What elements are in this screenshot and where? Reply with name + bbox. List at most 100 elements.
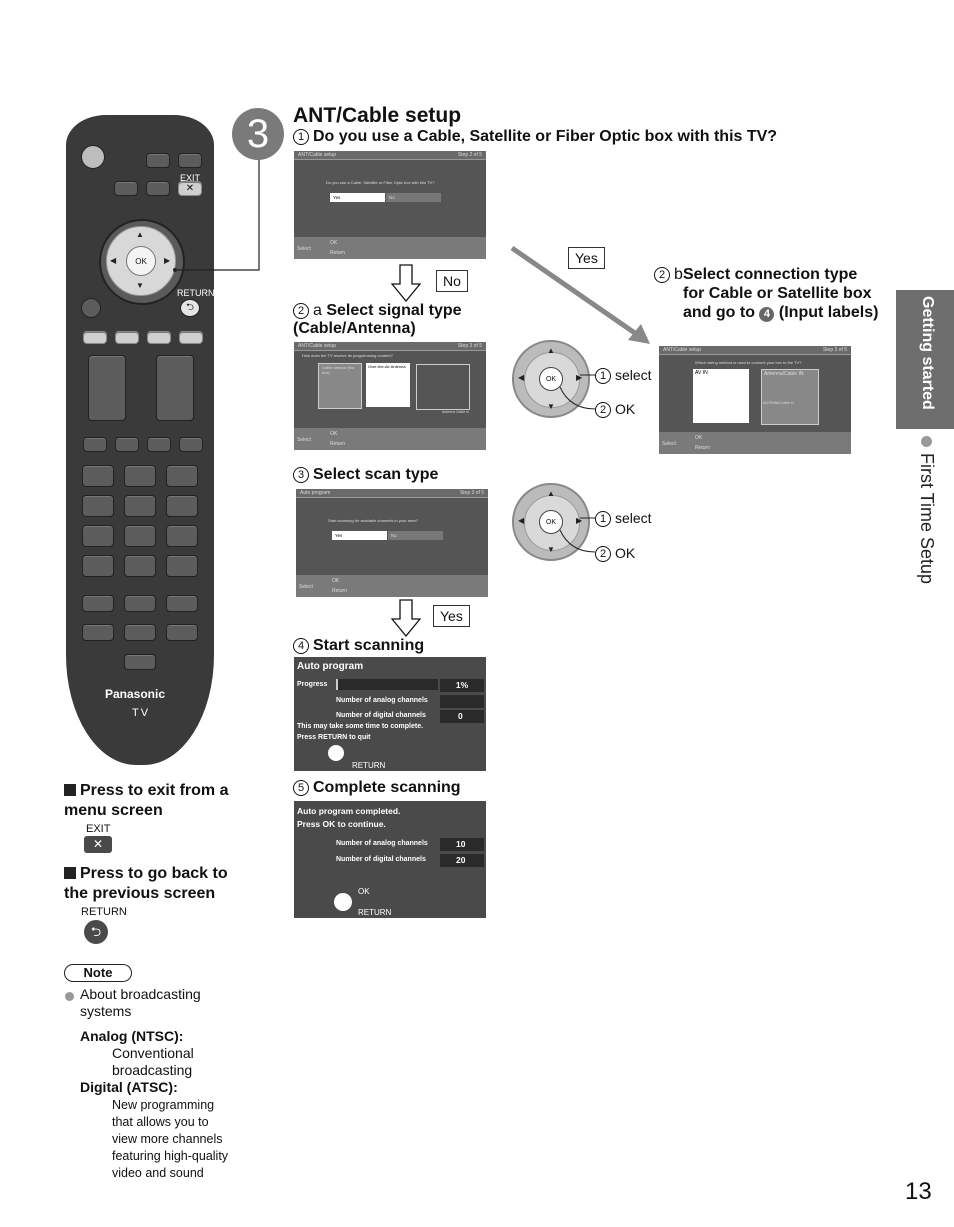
number-button[interactable] <box>82 495 114 517</box>
number-button[interactable] <box>166 525 198 547</box>
q1-text: Do you use a Cable, Satellite or Fiber O… <box>313 128 778 145</box>
remote-button[interactable] <box>81 298 101 318</box>
number-button[interactable] <box>124 465 156 487</box>
connector-line <box>173 158 650 344</box>
remote-button[interactable] <box>146 153 170 168</box>
number-button[interactable] <box>124 525 156 547</box>
option-av-in[interactable]: AV IN <box>693 369 749 423</box>
number-button[interactable] <box>124 555 156 577</box>
press-return-heading: Press to go back to the previous screen <box>64 865 228 902</box>
ok-hint: OK <box>358 887 370 896</box>
remote-button[interactable] <box>178 153 202 168</box>
screen-step: Step 3 of 5 <box>459 490 484 496</box>
down-arrow-icon[interactable]: ▼ <box>136 281 144 290</box>
return-key-icon: ⮌ <box>84 920 108 944</box>
brand-logo: Panasonic <box>105 687 166 701</box>
color-button[interactable] <box>179 331 203 344</box>
remote-button[interactable] <box>166 624 198 641</box>
color-button[interactable] <box>147 331 171 344</box>
dpad-diagram: OK ▲ ▼ ◀ ▶ <box>512 340 590 418</box>
remote-button[interactable] <box>146 181 170 196</box>
remote-button[interactable] <box>82 595 114 612</box>
right-arrow-icon: ▶ <box>576 373 583 382</box>
up-arrow-icon: ▲ <box>547 346 555 355</box>
footer-return: Return <box>330 250 346 256</box>
ok-button[interactable]: OK <box>126 246 156 276</box>
option-yes[interactable]: Yes <box>330 193 385 202</box>
left-arrow-icon[interactable]: ◀ <box>110 256 117 265</box>
option-yes[interactable]: Yes <box>332 531 387 540</box>
screen-scanning: Auto program Progress 1% Number of analo… <box>294 657 486 771</box>
note-bullet-dot <box>65 992 74 1001</box>
press-exit-heading: Press to exit from a menu screen <box>64 782 229 819</box>
number-button[interactable] <box>82 525 114 547</box>
remote-button[interactable] <box>114 181 138 196</box>
remote-button[interactable] <box>166 595 198 612</box>
screen-question: Do you use a Cable, Satellite or Fiber O… <box>326 180 435 185</box>
step-2b-title: Select connection type for Cable or Sate… <box>683 266 879 322</box>
answer-yes-label: Yes <box>433 605 470 627</box>
remote-button[interactable] <box>147 437 171 452</box>
left-arrow-icon: ◀ <box>518 516 525 525</box>
bullet-square <box>64 784 76 796</box>
option-antenna[interactable]: Over-the-Air Antenna <box>366 363 410 407</box>
analog-count-value: 10 <box>440 838 484 851</box>
exit-button[interactable]: ✕ <box>178 181 202 196</box>
remote-button[interactable] <box>82 624 114 641</box>
remote-button[interactable] <box>83 437 107 452</box>
option-antenna-in[interactable]: Antenna/Cable IN <box>761 369 819 425</box>
progress-label: Progress <box>297 681 328 688</box>
volume-rocker[interactable] <box>88 355 126 421</box>
option-cable[interactable]: Cable service (No box) <box>318 363 362 409</box>
side-bullet-dot <box>921 436 932 447</box>
number-button[interactable] <box>166 465 198 487</box>
digital-def: New programming that allows you to view … <box>112 1098 229 1180</box>
progress-bar <box>336 679 438 690</box>
section-title: ANT/Cable setup <box>293 104 462 127</box>
right-arrow-icon[interactable]: ▶ <box>164 256 171 265</box>
footer-ok: OK <box>330 431 338 437</box>
down-arrow-icon: ▼ <box>547 545 555 554</box>
return-hint: RETURN <box>352 761 386 770</box>
footer-select: Select <box>662 441 676 447</box>
ok-button[interactable]: OK <box>539 510 563 534</box>
remote-button[interactable] <box>179 437 203 452</box>
color-button[interactable] <box>83 331 107 344</box>
up-arrow-icon[interactable]: ▲ <box>136 230 144 239</box>
remote-button[interactable] <box>124 595 156 612</box>
screen-title: ANT/Cable setup <box>298 343 337 349</box>
number-button[interactable] <box>82 465 114 487</box>
number-button[interactable] <box>166 555 198 577</box>
screen-title: Auto program <box>300 490 331 496</box>
screen-question: Start scanning for available channels in… <box>328 518 418 523</box>
number-button[interactable] <box>166 495 198 517</box>
screen-signal-type: ANT/Cable setup Step 3 of 5 How does the… <box>294 342 486 450</box>
analog-count-label: Number of analog channels <box>336 697 428 704</box>
section-subtitle: First Time Setup <box>917 453 937 585</box>
option-no[interactable]: No <box>388 531 443 540</box>
remote-button[interactable] <box>124 654 156 670</box>
screen-step: Step 3 of 5 <box>457 343 482 349</box>
dpad-mini-icon <box>328 745 344 761</box>
remote-button[interactable] <box>115 437 139 452</box>
down-arrow-icon <box>391 264 421 302</box>
screen-title: ANT/Cable setup <box>663 347 702 353</box>
channel-rocker[interactable] <box>156 355 194 421</box>
footer-ok: OK <box>332 578 340 584</box>
power-button[interactable] <box>81 145 105 169</box>
footer-select: Select <box>297 246 311 252</box>
note-badge: Note <box>64 964 132 982</box>
return-button[interactable]: ⮌ <box>180 299 200 317</box>
section-tab-label: Getting started <box>919 296 936 410</box>
number-button[interactable] <box>124 495 156 517</box>
number-button[interactable] <box>82 555 114 577</box>
option-no[interactable]: No <box>386 193 441 202</box>
footer-return: Return <box>695 445 711 451</box>
remote-button[interactable] <box>124 624 156 641</box>
ok-button[interactable]: OK <box>539 367 563 391</box>
color-button[interactable] <box>115 331 139 344</box>
